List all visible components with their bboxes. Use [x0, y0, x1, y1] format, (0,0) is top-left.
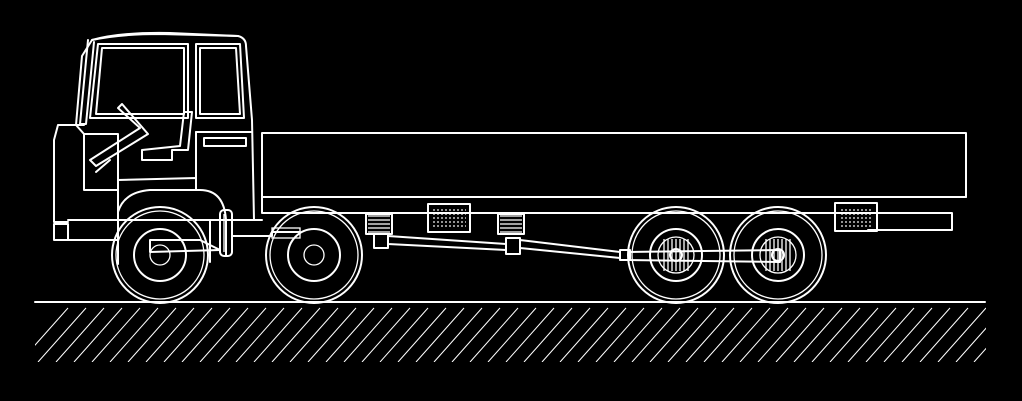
hatch-line: [523, 307, 573, 363]
front-suspension: [149, 209, 233, 257]
hatch-line: [271, 307, 321, 363]
hatch-line: [397, 307, 447, 363]
hatch-line: [163, 307, 213, 363]
hatch-line: [667, 307, 717, 363]
spring-rear: [500, 215, 522, 233]
rear-lamp-box-fill: [839, 207, 873, 227]
door-handle-panel: [203, 137, 247, 147]
wheels: [111, 206, 827, 304]
propeller-shaft-rear: [519, 239, 621, 259]
hatch-line: [289, 307, 339, 363]
hatch-line: [793, 307, 843, 363]
seat: [141, 111, 193, 161]
second-front-wheel: [265, 206, 363, 304]
cab-front-panel: [53, 124, 85, 223]
hatch-line: [199, 307, 249, 363]
steering-wheel-column: [89, 103, 149, 167]
hatch-line: [847, 307, 897, 363]
propeller-shaft-front: [387, 235, 507, 251]
hatch-line: [325, 307, 375, 363]
hatch-line: [127, 307, 177, 363]
cab: [53, 31, 255, 223]
hatch-line: [811, 307, 861, 363]
spring-rear-seat: [497, 213, 525, 235]
hatch-line: [685, 307, 735, 363]
hatch-line: [433, 307, 483, 363]
hatch-line: [541, 307, 591, 363]
battery-box: [427, 203, 471, 233]
hatch-line: [451, 307, 501, 363]
drivetrain: [365, 213, 781, 263]
hatch-line: [919, 307, 969, 363]
hatch-line: [739, 307, 789, 363]
battery-box-fill: [432, 208, 466, 228]
cab-a-pillar: [79, 39, 95, 125]
frame-mid: [231, 231, 301, 237]
spring-front-seat: [365, 213, 393, 235]
rear-axle-link: [629, 249, 781, 263]
hatch-line: [91, 307, 141, 363]
hatch-line: [415, 307, 465, 363]
front-wheel: [111, 206, 209, 304]
hatch-line: [109, 307, 159, 363]
front-mudguard: [117, 189, 227, 265]
steering-detail: [95, 159, 111, 173]
hatch-line: [469, 307, 519, 363]
rear-lamp-box: [834, 202, 878, 232]
center-bearing: [505, 237, 521, 255]
hatch-line: [379, 307, 429, 363]
ground-hatching: [0, 303, 1022, 401]
hatch-line: [775, 307, 825, 363]
front-shock-absorber: [219, 209, 233, 257]
cab-door-front-edge: [83, 133, 119, 191]
cargo-box: [261, 132, 967, 198]
hatch-line: [73, 307, 123, 363]
hatch-line: [217, 307, 267, 363]
hatch-line: [505, 307, 555, 363]
hatch-line: [703, 307, 753, 363]
hatch-line: [559, 307, 609, 363]
cab-step: [117, 177, 197, 191]
cab-windscreen: [89, 43, 189, 119]
hatch-line: [631, 307, 681, 363]
rear-wheel-2: [729, 206, 827, 304]
front-wheel-arch: [117, 189, 227, 265]
hatch-line: [235, 307, 285, 363]
front-bumper: [53, 223, 69, 241]
cab-side-window-inner: [199, 47, 241, 115]
hatch-line: [649, 307, 699, 363]
hatch-line: [253, 307, 303, 363]
hatch-line: [883, 307, 933, 363]
hatch-line: [181, 307, 231, 363]
hatch-line: [613, 307, 663, 363]
gearbox-joint: [373, 233, 389, 249]
front-axle-beam: [149, 239, 221, 253]
cab-windscreen-inner: [95, 47, 185, 115]
cargo-body: [261, 132, 967, 231]
hatch-line: [487, 307, 537, 363]
hatch-line: [721, 307, 771, 363]
cab-side-window: [195, 43, 245, 119]
hatch-line: [343, 307, 393, 363]
hatch-line: [901, 307, 951, 363]
hatch-line: [595, 307, 645, 363]
rear-wheel-1: [627, 206, 725, 304]
cab-roof-line: [91, 31, 239, 41]
hatch-line: [757, 307, 807, 363]
ground: [0, 301, 1022, 401]
hatch-line: [307, 307, 357, 363]
cargo-sill: [261, 196, 953, 231]
spring-front: [368, 215, 390, 233]
hatch-line: [145, 307, 195, 363]
cab-outline: [75, 33, 255, 221]
hatch-line: [937, 307, 987, 363]
hatch-line: [829, 307, 879, 363]
hatch-line: [55, 307, 105, 363]
hatch-line: [865, 307, 915, 363]
hatch-line: [577, 307, 627, 363]
hatch-line: [37, 307, 87, 363]
hatch-line: [361, 307, 411, 363]
